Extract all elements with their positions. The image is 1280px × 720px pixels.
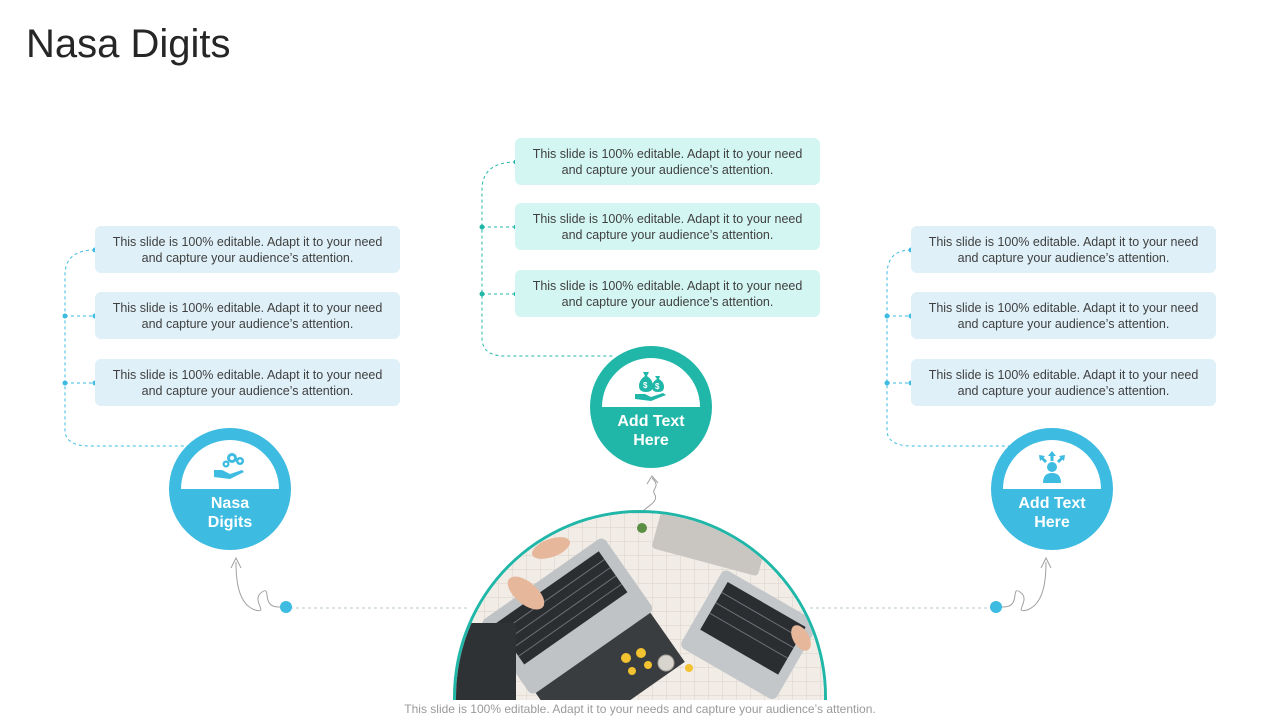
right-circle-cap <box>1003 440 1101 489</box>
left-circle-text: Nasa Digits <box>207 495 253 531</box>
svg-text:$: $ <box>655 382 660 391</box>
middle-text-box-2: This slide is 100% editable. Adapt it to… <box>515 203 820 250</box>
right-text-2: This slide is 100% editable. Adapt it to… <box>928 300 1199 331</box>
left-text-3: This slide is 100% editable. Adapt it to… <box>112 367 383 398</box>
footer-note: This slide is 100% editable. Adapt it to… <box>404 702 876 716</box>
right-text-box-2: This slide is 100% editable. Adapt it to… <box>911 292 1216 339</box>
right-circle-text: Add Text Here <box>1018 495 1086 531</box>
page-title: Nasa Digits <box>26 22 231 66</box>
middle-text-1: This slide is 100% editable. Adapt it to… <box>532 146 803 177</box>
middle-text-3: This slide is 100% editable. Adapt it to… <box>532 278 803 309</box>
person-arrows-icon <box>1039 451 1065 483</box>
left-circle-cap <box>181 440 279 489</box>
middle-circle-node: $$ Add Text Here <box>590 346 712 468</box>
left-text-2: This slide is 100% editable. Adapt it to… <box>112 300 383 331</box>
left-text-box-2: This slide is 100% editable. Adapt it to… <box>95 292 400 339</box>
svg-text:$: $ <box>643 381 648 390</box>
middle-circle-label: Add Text Here <box>590 412 712 450</box>
middle-circle-cap: $$ <box>602 358 700 407</box>
right-circle-label: Add Text Here <box>991 494 1113 532</box>
left-circle-node: Nasa Digits <box>169 428 291 550</box>
left-text-box-1: This slide is 100% editable. Adapt it to… <box>95 226 400 273</box>
money-bags-hand-icon: $$ <box>635 372 666 401</box>
hand-gears-icon <box>214 453 244 479</box>
right-text-3: This slide is 100% editable. Adapt it to… <box>928 367 1199 398</box>
middle-text-box-3: This slide is 100% editable. Adapt it to… <box>515 270 820 317</box>
right-circle-node: Add Text Here <box>991 428 1113 550</box>
right-text-box-3: This slide is 100% editable. Adapt it to… <box>911 359 1216 406</box>
middle-text-2: This slide is 100% editable. Adapt it to… <box>532 211 803 242</box>
right-text-box-1: This slide is 100% editable. Adapt it to… <box>911 226 1216 273</box>
left-text-1: This slide is 100% editable. Adapt it to… <box>112 234 383 265</box>
left-circle-label: Nasa Digits <box>169 494 291 532</box>
left-text-box-3: This slide is 100% editable. Adapt it to… <box>95 359 400 406</box>
right-text-1: This slide is 100% editable. Adapt it to… <box>928 234 1199 265</box>
middle-text-box-1: This slide is 100% editable. Adapt it to… <box>515 138 820 185</box>
middle-circle-text: Add Text Here <box>617 413 685 449</box>
